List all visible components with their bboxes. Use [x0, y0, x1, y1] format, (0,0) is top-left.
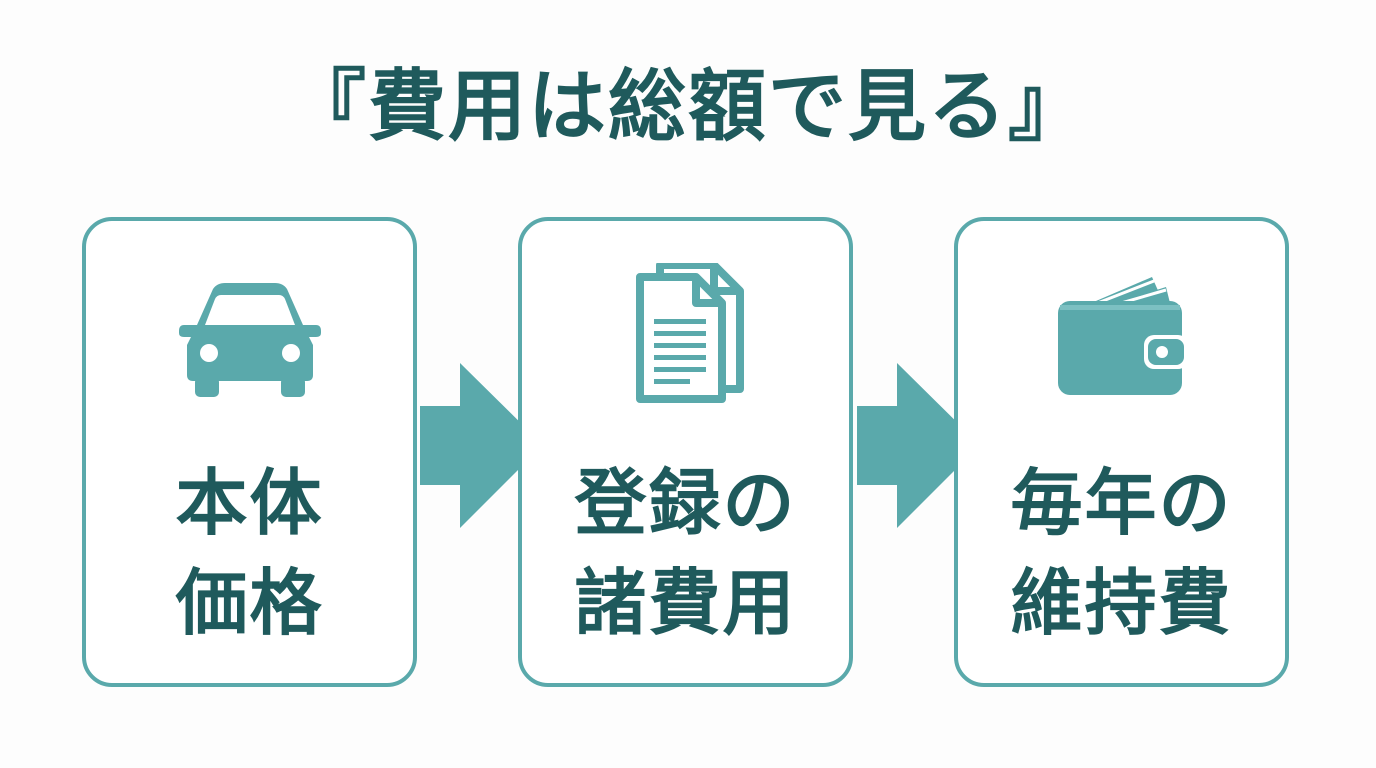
arrow-right-icon	[857, 363, 980, 528]
arrow-right-icon	[420, 363, 543, 528]
car-icon	[86, 221, 413, 421]
wallet-icon	[958, 221, 1285, 421]
documents-icon	[522, 221, 849, 421]
step-card-body-price: 本体 価格	[82, 217, 417, 687]
diagram-title: 『費用は総額で見る』	[287, 62, 1088, 152]
step-card-registration-fees: 登録の 諸費用	[518, 217, 853, 687]
step-label-registration-fees: 登録の 諸費用	[574, 461, 797, 645]
step-card-annual-maintenance: 毎年の 維持費	[954, 217, 1289, 687]
step-label-annual-maintenance: 毎年の 維持費	[1010, 461, 1233, 645]
step-label-body-price: 本体 価格	[175, 461, 324, 645]
